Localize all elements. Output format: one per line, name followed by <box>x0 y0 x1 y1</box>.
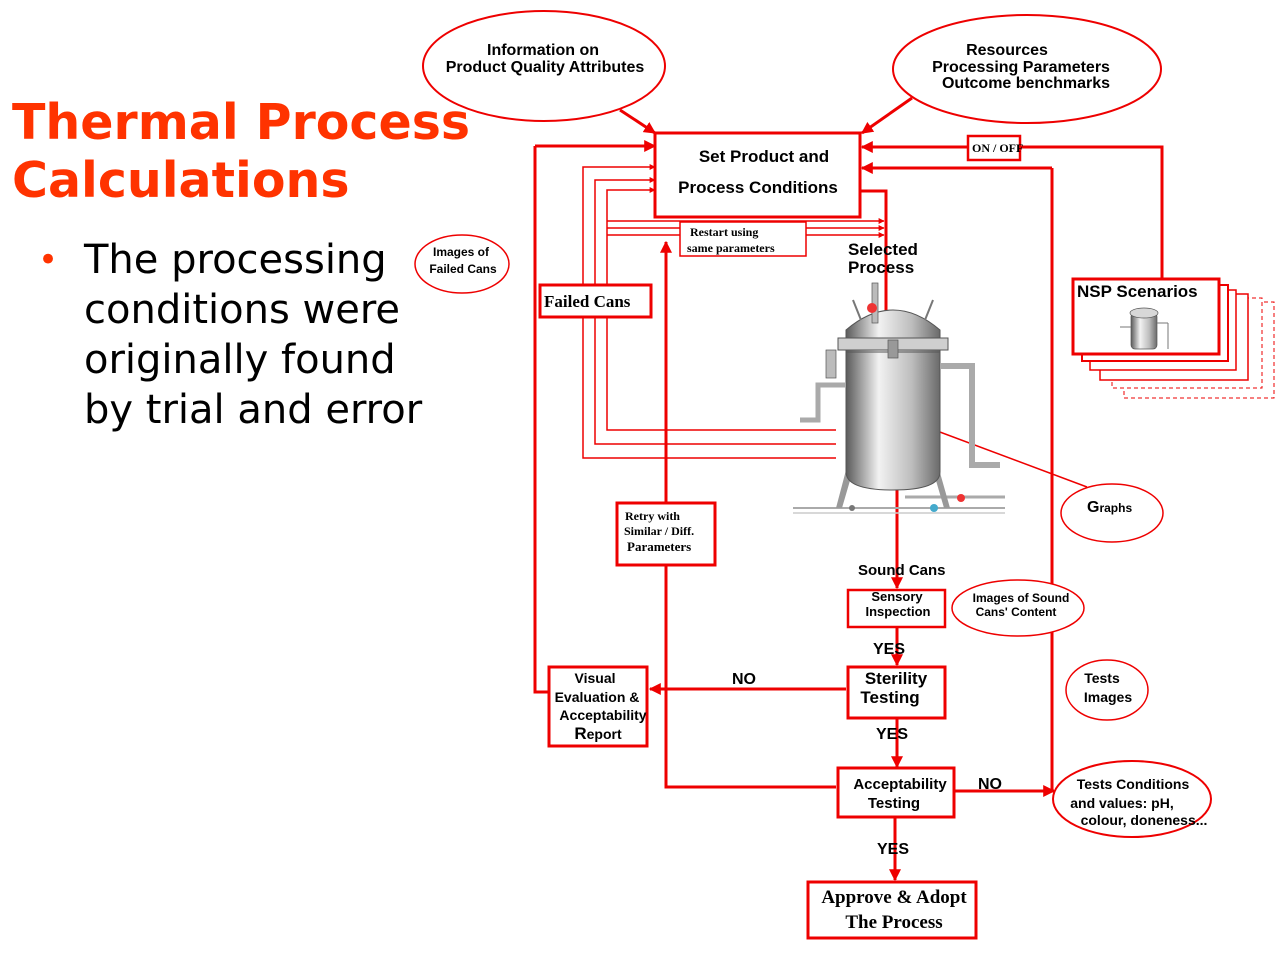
svg-text:Selected: Selected <box>848 240 918 259</box>
svg-text:Evaluation &: Evaluation & <box>555 689 640 705</box>
no-label-2: NO <box>978 776 1002 793</box>
svg-text:Similar / Diff.: Similar / Diff. <box>624 524 694 538</box>
svg-text:Failed Cans: Failed Cans <box>544 292 631 311</box>
bullet-dot-icon: • <box>38 240 59 280</box>
sterility-box: Sterility Testing <box>846 665 947 720</box>
svg-text:Retry with: Retry with <box>625 509 680 523</box>
svg-text:Acceptability: Acceptability <box>559 707 646 723</box>
svg-text:YES: YES <box>873 641 905 658</box>
svg-text:Testing: Testing <box>868 795 920 812</box>
svg-text:Graphs: Graphs <box>1087 499 1132 516</box>
svg-text:NSP Scenarios: NSP Scenarios <box>1077 282 1198 301</box>
svg-text:YES: YES <box>876 726 908 743</box>
sound-cans-label: Sound Cans <box>858 562 946 579</box>
svg-text:Information on: Information on <box>487 42 599 59</box>
svg-text:Failed Cans: Failed Cans <box>429 262 497 276</box>
svg-text:Report: Report <box>574 724 622 743</box>
sensory-box: Sensory Inspection <box>846 588 947 629</box>
svg-text:YES: YES <box>877 841 909 858</box>
svg-text:same parameters: same parameters <box>687 241 775 255</box>
svg-text:Process: Process <box>848 258 914 277</box>
retort-vessel-image <box>793 282 1005 514</box>
info-bubble: Information on Product Quality Attribute… <box>422 10 666 122</box>
svg-text:Images: Images <box>1084 689 1132 705</box>
bullet-item: • The processing conditions were origina… <box>36 235 436 435</box>
svg-text:Tests: Tests <box>1084 670 1120 686</box>
svg-text:Cans' Content: Cans' Content <box>976 605 1057 619</box>
svg-text:NO: NO <box>978 776 1002 793</box>
svg-text:Processing Parameters: Processing Parameters <box>932 59 1110 76</box>
graphs-bubble: Graphs <box>1060 483 1164 543</box>
svg-text:Acceptability: Acceptability <box>853 776 947 793</box>
svg-text:colour, doneness...: colour, doneness... <box>1081 812 1208 828</box>
svg-text:Approve & Adopt: Approve & Adopt <box>821 887 967 908</box>
svg-text:and values: pH,: and values: pH, <box>1070 795 1173 811</box>
on-off-box: ON / OFF <box>966 134 1023 162</box>
svg-text:Images of Sound: Images of Sound <box>973 591 1070 605</box>
svg-text:Testing: Testing <box>860 688 919 707</box>
visual-evaluation-box: Visual Evaluation & Acceptability Report <box>547 665 649 748</box>
yes-label-2: YES <box>876 726 908 743</box>
resources-bubble: Resources Processing Parameters Outcome … <box>892 14 1162 124</box>
set-conditions-box: Set Product and Process Conditions <box>653 131 862 219</box>
svg-text:Sterility: Sterility <box>865 669 928 688</box>
svg-text:Parameters: Parameters <box>627 539 691 554</box>
svg-text:Inspection: Inspection <box>865 604 930 619</box>
svg-text:Images of: Images of <box>433 245 490 259</box>
svg-text:Tests Conditions: Tests Conditions <box>1077 776 1190 792</box>
images-sound-bubble: Images of Sound Cans' Content <box>951 579 1085 637</box>
mini-retort-icon <box>1120 307 1169 350</box>
failed-cans-box: Failed Cans <box>538 283 653 319</box>
bullet-list: • The processing conditions were origina… <box>36 235 436 435</box>
slide-title: Thermal Process Calculations <box>12 94 502 210</box>
bullet-line1: The processing <box>84 237 387 283</box>
svg-text:Product Quality Attributes: Product Quality Attributes <box>446 59 645 76</box>
restart-box: Restart using same parameters <box>679 221 807 257</box>
svg-text:Sensory: Sensory <box>871 589 923 604</box>
svg-text:Outcome benchmarks: Outcome benchmarks <box>942 75 1110 92</box>
svg-text:Sound Cans: Sound Cans <box>858 562 946 579</box>
no-label-1: NO <box>732 671 756 688</box>
svg-text:Visual: Visual <box>575 670 616 686</box>
tests-images-bubble: Tests Images <box>1065 659 1149 721</box>
yes-label-3: YES <box>877 841 909 858</box>
approve-box: Approve & Adopt The Process <box>806 880 978 940</box>
svg-text:NO: NO <box>732 671 756 688</box>
svg-text:Set Product and: Set Product and <box>699 147 829 166</box>
svg-text:ON / OFF: ON / OFF <box>972 141 1023 155</box>
bullet-line3: originally found <box>84 337 396 383</box>
svg-text:Restart using: Restart using <box>690 225 758 239</box>
yes-label-1: YES <box>873 641 905 658</box>
bullet-line2: conditions were <box>84 287 400 333</box>
selected-process-label: Selected Process <box>848 240 918 277</box>
bullet-line4: by trial and error <box>84 387 423 433</box>
nsp-scenarios-stack: NSP Scenarios <box>1071 277 1275 399</box>
tests-conditions-bubble: Tests Conditions and values: pH, colour,… <box>1052 760 1212 838</box>
slide-title-line2: Calculations <box>12 152 350 209</box>
images-failed-bubble: Images of Failed Cans <box>414 234 510 294</box>
acceptability-box: Acceptability Testing <box>836 766 956 819</box>
svg-text:Process Conditions: Process Conditions <box>678 178 838 197</box>
slide-title-line1: Thermal Process <box>12 94 471 151</box>
svg-text:The Process: The Process <box>845 912 942 933</box>
svg-text:Resources: Resources <box>966 42 1048 59</box>
retry-box: Retry with Similar / Diff. Parameters <box>615 501 717 567</box>
